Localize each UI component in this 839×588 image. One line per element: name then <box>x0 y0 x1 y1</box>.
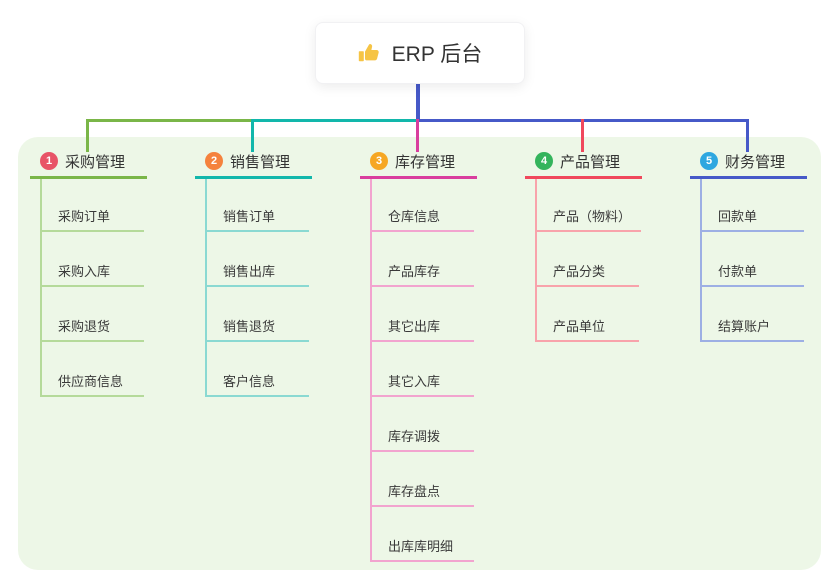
branch-node[interactable]: 4 产品管理 <box>525 149 690 173</box>
child-node[interactable]: 回款单 <box>702 179 804 232</box>
child-node[interactable]: 库存调拨 <box>372 397 474 452</box>
child-node[interactable]: 仓库信息 <box>372 179 474 232</box>
child-node[interactable]: 采购入库 <box>42 232 144 287</box>
child-node[interactable]: 付款单 <box>702 232 804 287</box>
child-node[interactable]: 产品单位 <box>537 287 639 342</box>
branch-underline <box>360 176 477 179</box>
branch-label: 采购管理 <box>65 153 126 171</box>
branch-drop-line <box>251 119 254 152</box>
child-node[interactable]: 其它入库 <box>372 342 474 397</box>
branch-underline <box>30 176 147 179</box>
branch-drop-line <box>746 119 749 152</box>
branch-node[interactable]: 5 财务管理 <box>690 149 839 173</box>
child-node[interactable]: 其它出库 <box>372 287 474 342</box>
branch-drop-line <box>86 119 89 152</box>
branch-column: 4 产品管理 产品（物料）产品分类产品单位 <box>525 149 690 342</box>
root-stem-line <box>416 81 420 121</box>
branch-underline <box>195 176 312 179</box>
branch-underline <box>690 176 807 179</box>
branch-children: 仓库信息产品库存其它出库其它入库库存调拨库存盘点出库库明细 <box>370 179 474 562</box>
child-node[interactable]: 采购退货 <box>42 287 144 342</box>
branches-panel <box>18 137 821 570</box>
child-node[interactable]: 销售出库 <box>207 232 309 287</box>
bus-segment <box>86 119 254 122</box>
child-node[interactable]: 采购订单 <box>42 179 144 232</box>
branch-number-badge: 3 <box>370 152 388 170</box>
root-title: ERP 后台 <box>391 43 483 66</box>
child-node[interactable]: 销售订单 <box>207 179 309 232</box>
branch-label: 销售管理 <box>230 153 291 171</box>
branch-drop-line <box>416 119 419 152</box>
branch-node[interactable]: 1 采购管理 <box>30 149 195 173</box>
branch-underline <box>525 176 642 179</box>
branch-label: 库存管理 <box>395 153 456 171</box>
root-node[interactable]: ERP 后台 <box>315 22 525 84</box>
branch-column: 3 库存管理 仓库信息产品库存其它出库其它入库库存调拨库存盘点出库库明细 <box>360 149 525 562</box>
branch-number-badge: 1 <box>40 152 58 170</box>
branch-number-badge: 2 <box>205 152 223 170</box>
child-node[interactable]: 客户信息 <box>207 342 309 397</box>
branch-children: 产品（物料）产品分类产品单位 <box>535 179 642 342</box>
child-node[interactable]: 结算账户 <box>702 287 804 342</box>
branch-column: 5 财务管理 回款单付款单结算账户 <box>690 149 839 342</box>
thumbs-up-icon <box>358 41 382 65</box>
branch-number-badge: 5 <box>700 152 718 170</box>
child-node[interactable]: 产品库存 <box>372 232 474 287</box>
branch-label: 产品管理 <box>560 153 621 171</box>
child-node[interactable]: 产品（物料） <box>537 179 642 232</box>
child-node[interactable]: 产品分类 <box>537 232 639 287</box>
bus-segment <box>251 119 419 122</box>
branch-column: 2 销售管理 销售订单销售出库销售退货客户信息 <box>195 149 360 397</box>
branch-number-badge: 4 <box>535 152 553 170</box>
branch-node[interactable]: 2 销售管理 <box>195 149 360 173</box>
child-node[interactable]: 供应商信息 <box>42 342 144 397</box>
child-node[interactable]: 出库库明细 <box>372 507 474 562</box>
branch-column: 1 采购管理 采购订单采购入库采购退货供应商信息 <box>30 149 195 397</box>
branch-node[interactable]: 3 库存管理 <box>360 149 525 173</box>
branch-children: 回款单付款单结算账户 <box>700 179 804 342</box>
child-node[interactable]: 销售退货 <box>207 287 309 342</box>
branch-children: 销售订单销售出库销售退货客户信息 <box>205 179 309 397</box>
branch-label: 财务管理 <box>725 153 786 171</box>
child-node[interactable]: 库存盘点 <box>372 452 474 507</box>
branch-children: 采购订单采购入库采购退货供应商信息 <box>40 179 144 397</box>
branch-drop-line <box>581 119 584 152</box>
